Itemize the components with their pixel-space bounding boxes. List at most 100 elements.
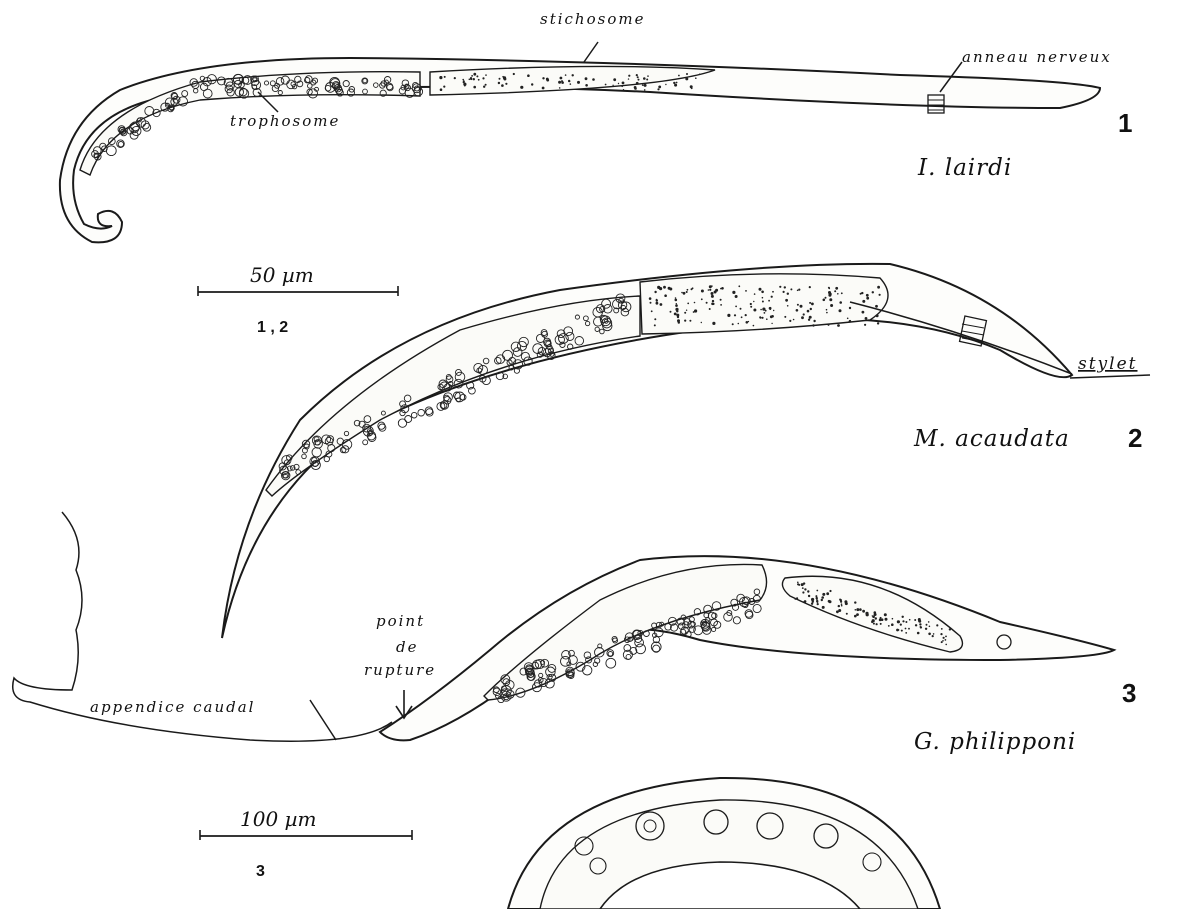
granule: [628, 75, 630, 77]
granule: [646, 79, 648, 81]
granule: [585, 84, 588, 87]
granule: [917, 632, 920, 635]
granule: [520, 86, 523, 89]
granule: [779, 286, 781, 288]
granule: [760, 309, 762, 311]
granule: [691, 87, 693, 89]
granule: [750, 303, 752, 305]
granule: [699, 74, 700, 75]
granule: [712, 322, 715, 325]
granule: [829, 298, 832, 301]
granule: [800, 305, 803, 308]
granule: [684, 320, 686, 322]
granule: [694, 309, 697, 312]
granule: [809, 302, 811, 304]
granule: [636, 74, 638, 76]
granule: [613, 78, 616, 81]
granule: [675, 299, 678, 302]
granule: [608, 652, 613, 657]
granule: [720, 299, 722, 301]
granule: [847, 318, 849, 320]
granule: [862, 311, 865, 314]
granule: [841, 603, 843, 605]
granule: [902, 616, 904, 618]
granule: [802, 591, 804, 593]
granule: [762, 308, 765, 311]
granule: [686, 291, 688, 293]
granule: [485, 74, 487, 76]
granule: [675, 304, 678, 307]
granule: [669, 288, 672, 291]
granule: [746, 321, 749, 324]
granule: [798, 289, 800, 291]
granule: [462, 79, 464, 81]
granule: [764, 312, 766, 314]
granule: [905, 632, 907, 634]
granule: [885, 618, 888, 621]
granule: [768, 300, 770, 302]
granule: [499, 78, 501, 80]
granule: [476, 75, 478, 77]
granule: [856, 613, 859, 616]
granule: [732, 323, 734, 325]
label-stylet: stylet: [1078, 354, 1138, 374]
granule: [821, 596, 824, 599]
granule: [642, 84, 644, 86]
granule: [606, 658, 616, 668]
granule: [464, 85, 466, 87]
granule: [855, 609, 857, 611]
granule: [812, 601, 814, 603]
granule: [802, 587, 804, 589]
granule: [482, 77, 484, 79]
granule: [454, 77, 456, 79]
species-name-1: I. lairdi: [917, 155, 1012, 181]
granule: [905, 628, 907, 630]
granule: [822, 593, 825, 596]
granule: [711, 292, 714, 295]
granule: [745, 314, 747, 316]
granule: [841, 292, 843, 294]
granule: [828, 287, 830, 289]
scale-bar-length-100: 100 µm: [240, 807, 317, 831]
granule: [727, 314, 730, 317]
granule: [766, 318, 768, 320]
granule: [810, 308, 812, 310]
granule: [676, 310, 678, 312]
granule: [656, 302, 659, 305]
granule: [793, 319, 795, 321]
granule: [809, 286, 811, 288]
granule: [829, 590, 831, 592]
granule: [816, 590, 818, 592]
granule: [918, 620, 921, 623]
granule: [762, 297, 764, 299]
granule: [949, 628, 951, 630]
granule: [908, 628, 910, 630]
label-rupture: rupture: [364, 661, 436, 679]
granule: [502, 76, 504, 78]
granule: [673, 82, 675, 84]
granule: [770, 308, 772, 310]
granule: [143, 123, 151, 131]
granule: [808, 595, 810, 597]
pointer-stylet: [1070, 375, 1150, 378]
granule: [879, 294, 881, 296]
granule: [875, 617, 877, 619]
granule: [656, 299, 658, 301]
granule: [945, 639, 947, 641]
granule: [418, 409, 425, 416]
granule: [929, 626, 931, 628]
granule: [761, 317, 763, 319]
granule: [658, 86, 661, 89]
granule: [834, 290, 836, 292]
granule: [734, 314, 736, 316]
granule: [835, 287, 838, 290]
granule: [897, 620, 900, 623]
granule: [709, 289, 711, 291]
granule: [473, 78, 475, 80]
granule: [808, 319, 810, 321]
granule: [753, 325, 755, 327]
granule: [816, 598, 818, 600]
granule: [684, 312, 686, 314]
granule: [771, 296, 773, 298]
granule: [706, 302, 708, 304]
